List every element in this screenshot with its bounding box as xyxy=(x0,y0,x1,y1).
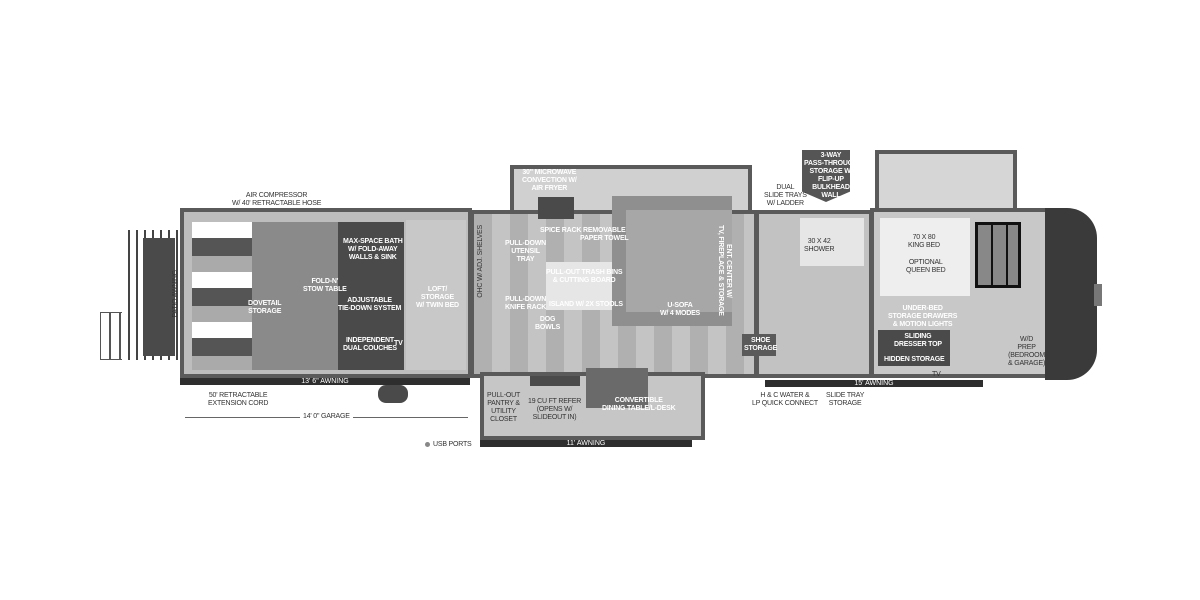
wd-prep-label: W/D PREP (BEDROOM & GARAGE) xyxy=(1008,336,1046,367)
usb-port-icon xyxy=(425,442,430,447)
tie-down-label: ADJUSTABLE TIE-DOWN SYSTEM xyxy=(338,297,402,312)
dog-bowls-label: DOG BOWLS xyxy=(535,316,561,331)
utensil-tray-label: PULL-DOWN UTENSIL TRAY xyxy=(505,240,546,263)
u-sofa xyxy=(612,196,732,326)
shoe-storage-cabinet xyxy=(742,334,776,356)
dresser-label: SLIDING DRESSER TOP xyxy=(894,333,942,348)
bedroom-tv-label: TV xyxy=(932,371,941,378)
dovetail-storage-label: DOVETAIL STORAGE xyxy=(248,300,282,315)
garage-awning: 13' 6" AWNING xyxy=(180,378,470,385)
dining-table xyxy=(586,368,648,408)
air-compressor-label: AIR COMPRESSOR w/ 40' RETRACTABLE HOSE xyxy=(232,192,322,207)
loft-label: LOFT/ STORAGE w/ TWIN BED xyxy=(416,286,459,309)
garage-tv-label: TV xyxy=(394,340,403,347)
dual-couches-label: INDEPENDENT DUAL COUCHES xyxy=(343,337,397,352)
hidden-storage-label: HIDDEN STORAGE xyxy=(884,356,945,363)
bed-slide xyxy=(875,150,1017,212)
dining-label: CONVERTIBLE DINING TABLE/L-DESK xyxy=(602,397,676,412)
water-connect-label: H & C WATER & LP QUICK CONNECT xyxy=(752,392,818,407)
kitchen-island xyxy=(546,262,612,310)
king-bed-label: 70 x 80 KING BED xyxy=(908,234,940,249)
usb-ports-label: USB PORTS xyxy=(433,441,472,448)
living-awning: 11' AWNING xyxy=(480,440,692,447)
garage-bath-area xyxy=(338,222,404,370)
spare-tire xyxy=(378,385,408,403)
garage-stripes xyxy=(192,222,252,370)
paper-towel-label: REMOVABLE PAPER TOWEL xyxy=(580,227,629,242)
microwave-label: 30" MICROWAVE CONVECTION w/ AIR FRYER xyxy=(522,169,577,192)
loft-area xyxy=(406,220,466,370)
patio-ramp xyxy=(143,238,175,356)
ent-center-label: ENT. CENTER w/ TV, FIREPLACE & STORAGE xyxy=(717,225,732,316)
under-bed-label: UNDER-BED STORAGE DRAWERS & MOTION LIGHT… xyxy=(888,305,958,328)
shoe-storage-label: SHOE STORAGE xyxy=(744,337,778,352)
bedroom-awning-label: 15' AWNING xyxy=(854,380,894,387)
knife-rack-label: PULL-DOWN KNIFE RACK xyxy=(505,296,547,311)
front-cap xyxy=(1045,208,1097,380)
garage-floor xyxy=(252,222,342,370)
refer-label: 19 CU FT REFER (OPENS w/ SLIDEOUT IN) xyxy=(528,398,582,421)
dresser xyxy=(878,330,950,366)
pantry-label: PULL-OUT PANTRY & UTILITY CLOSET xyxy=(487,392,521,423)
living-awning-label: 11' AWNING xyxy=(566,440,606,447)
extension-cord-label: 50' RETRACTABLE EXTENSION CORD xyxy=(208,392,269,407)
pass-through-label: 3-WAY PASS-THROUGH STORAGE W/ FLIP-UP BU… xyxy=(804,152,858,199)
stove xyxy=(538,197,574,219)
patio-awning-label: PATIO AWNING xyxy=(172,270,179,318)
shower xyxy=(800,218,864,266)
king-bed xyxy=(880,218,970,296)
shower-label: 30 x 42 SHOWER xyxy=(804,238,835,253)
ohc-shelves-label: OHC w/ ADJ. SHELVES xyxy=(477,225,484,298)
slide-tray-label: SLIDE TRAY STORAGE xyxy=(826,392,865,407)
garage-awning-label: 13' 6" AWNING xyxy=(301,378,349,385)
fold-n-stow-label: FOLD-N' STOW TABLE xyxy=(303,278,347,293)
trash-bins-label: PULL-OUT TRASH BINS & CUTTING BOARD xyxy=(546,269,623,284)
refrigerator xyxy=(530,376,580,386)
queen-bed-label: OPTIONAL QUEEN BED xyxy=(906,259,946,274)
pass-through-sign xyxy=(802,150,850,202)
island-label: ISLAND w/ 2x STOOLS xyxy=(549,301,623,308)
dual-slide-trays-label: DUAL SLIDE TRAYS w/ LADDER xyxy=(764,184,807,207)
max-space-bath-label: MAX-SPACE BATH w/ FOLD-AWAY WALLS & SINK xyxy=(343,238,403,261)
spice-rack-label: SPICE RACK xyxy=(540,227,582,234)
bedroom-awning: 15' AWNING xyxy=(765,380,983,387)
bedroom-window xyxy=(975,222,1021,288)
u-sofa-label: U-SOFA w/ 4 MODES xyxy=(660,302,701,317)
front-hitch xyxy=(1094,284,1102,306)
garage-length-label: 14' 0" GARAGE xyxy=(300,413,353,421)
